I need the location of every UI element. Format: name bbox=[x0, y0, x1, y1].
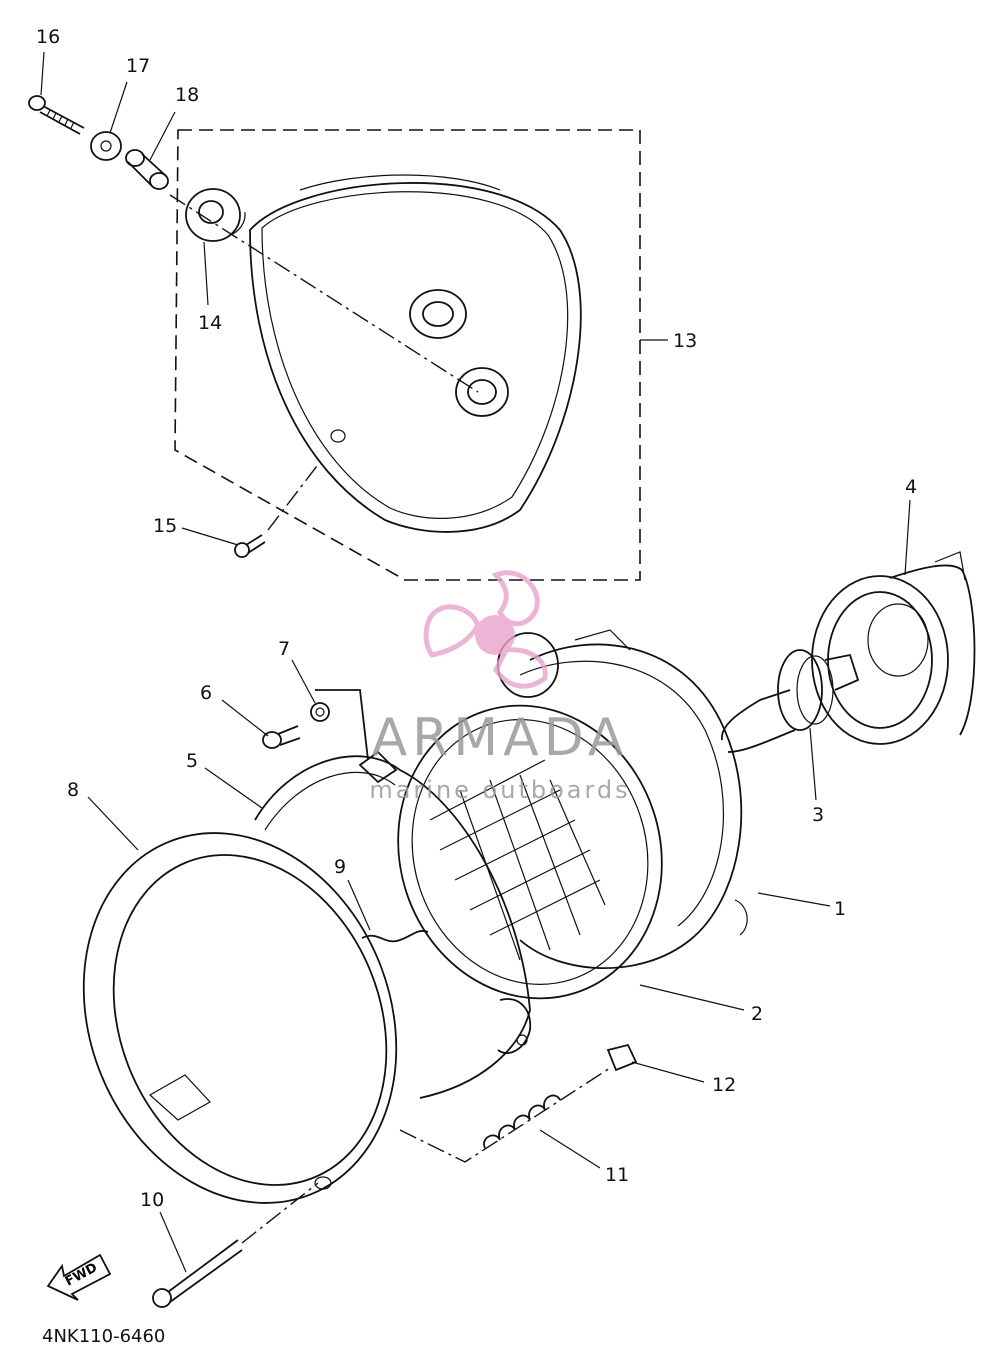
callout-15: 15 bbox=[153, 515, 178, 537]
assembly-axis-line bbox=[169, 194, 479, 393]
screw-6-part bbox=[262, 725, 301, 749]
callout-16: 16 bbox=[36, 26, 61, 48]
fwd-label: FWD bbox=[63, 1260, 100, 1289]
callout-17: 17 bbox=[126, 55, 151, 77]
callout-3: 3 bbox=[812, 804, 825, 826]
callout-7: 7 bbox=[278, 638, 291, 660]
bulb-3-part bbox=[721, 649, 860, 753]
screw-15-axis bbox=[267, 461, 321, 531]
callout-12: 12 bbox=[712, 1074, 737, 1096]
rim-8-part bbox=[82, 832, 398, 1204]
callout-10: 10 bbox=[140, 1189, 165, 1211]
callout-14: 14 bbox=[198, 312, 223, 334]
callout-5: 5 bbox=[186, 750, 199, 772]
bolt-10-part bbox=[152, 1239, 243, 1308]
part-code: 4NK110-6460 bbox=[42, 1326, 166, 1347]
propeller-icon bbox=[423, 570, 548, 689]
bracket-7-leader bbox=[315, 689, 369, 761]
bolt-10-axis bbox=[241, 1182, 319, 1244]
callout-11: 11 bbox=[605, 1164, 630, 1186]
spring-11-part bbox=[483, 1094, 561, 1149]
fwd-arrow-icon: FWD bbox=[46, 1253, 112, 1301]
screw-15-part bbox=[234, 534, 266, 558]
nut-7-part bbox=[310, 702, 330, 722]
callout-8: 8 bbox=[67, 779, 80, 801]
callout-13: 13 bbox=[673, 330, 698, 352]
callout-2: 2 bbox=[751, 1003, 764, 1025]
callout-6: 6 bbox=[200, 682, 213, 704]
collar-18-part bbox=[125, 149, 169, 190]
lens-2-part bbox=[397, 704, 663, 1000]
callout-18: 18 bbox=[175, 84, 200, 106]
wire-9-part bbox=[361, 930, 429, 943]
callout-4: 4 bbox=[905, 476, 918, 498]
callout-9: 9 bbox=[334, 856, 347, 878]
bolt-16-part bbox=[28, 95, 85, 135]
clip-12-part bbox=[606, 1043, 638, 1072]
callout-1: 1 bbox=[834, 898, 847, 920]
leader-lines bbox=[40, 51, 911, 1273]
headlight-housing-part bbox=[249, 174, 582, 533]
assembly-box-13 bbox=[174, 129, 641, 581]
grommet-14-part bbox=[185, 188, 246, 242]
watermark-brand: ARMADA bbox=[371, 708, 629, 768]
case-5-part bbox=[254, 750, 532, 1099]
spring-11-axis bbox=[399, 1067, 611, 1163]
watermark-tagline: marine outboards bbox=[369, 776, 631, 804]
socket-cover-4-part bbox=[811, 551, 976, 745]
washer-17-part bbox=[90, 131, 122, 161]
